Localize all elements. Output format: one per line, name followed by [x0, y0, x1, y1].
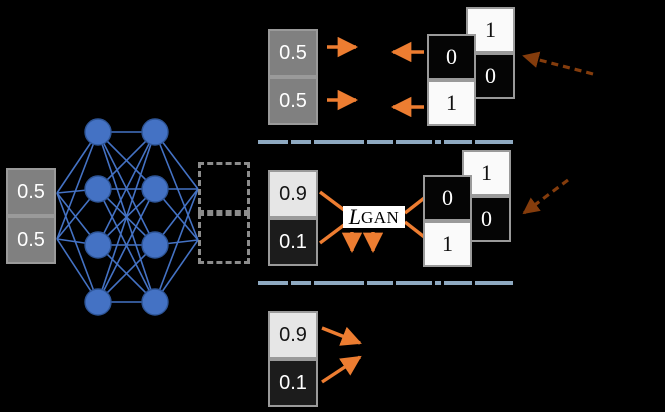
net-nodes: [84, 118, 169, 316]
gan-loss-subscript: GAN: [360, 207, 400, 227]
gan-loss-symbol: L: [348, 204, 361, 229]
row-top-label-front-2: 1: [427, 80, 476, 126]
row-bottom-arrows-out: [321, 326, 362, 384]
net-edges-hidden: [97, 131, 156, 303]
row-top-hint-arrow: [522, 51, 594, 76]
network-input-box-1: 0.5: [6, 168, 56, 216]
network-input-box-2: 0.5: [6, 216, 56, 264]
row-middle-label-front-2: 1: [423, 221, 472, 267]
row-top-prediction-box-1: 0.5: [268, 29, 318, 77]
row-top-label-front-1: 0: [427, 34, 476, 80]
row-top-arrows-out: [327, 36, 359, 111]
net-edges-output: [154, 131, 199, 303]
row-top-label-stack-front: 0 1: [427, 34, 476, 126]
row-top-prediction-box-2: 0.5: [268, 77, 318, 125]
network-output-placeholder-cell-1: [198, 162, 250, 213]
row-bottom-prediction-box-2: 0.1: [268, 359, 318, 407]
row-top-arrows-in: [390, 41, 424, 118]
row-middle-hint-arrow: [522, 178, 569, 215]
net-edges-input: [56, 131, 99, 303]
row-middle-prediction-box-2: 0.1: [268, 218, 318, 266]
row-middle-label-stack-front: 0 1: [423, 175, 472, 267]
row-bottom-prediction-box-1: 0.9: [268, 311, 318, 359]
network-output-placeholder-cell-2: [198, 213, 250, 264]
row-middle-label-front-1: 0: [423, 175, 472, 221]
row-middle-prediction-box-1: 0.9: [268, 170, 318, 218]
